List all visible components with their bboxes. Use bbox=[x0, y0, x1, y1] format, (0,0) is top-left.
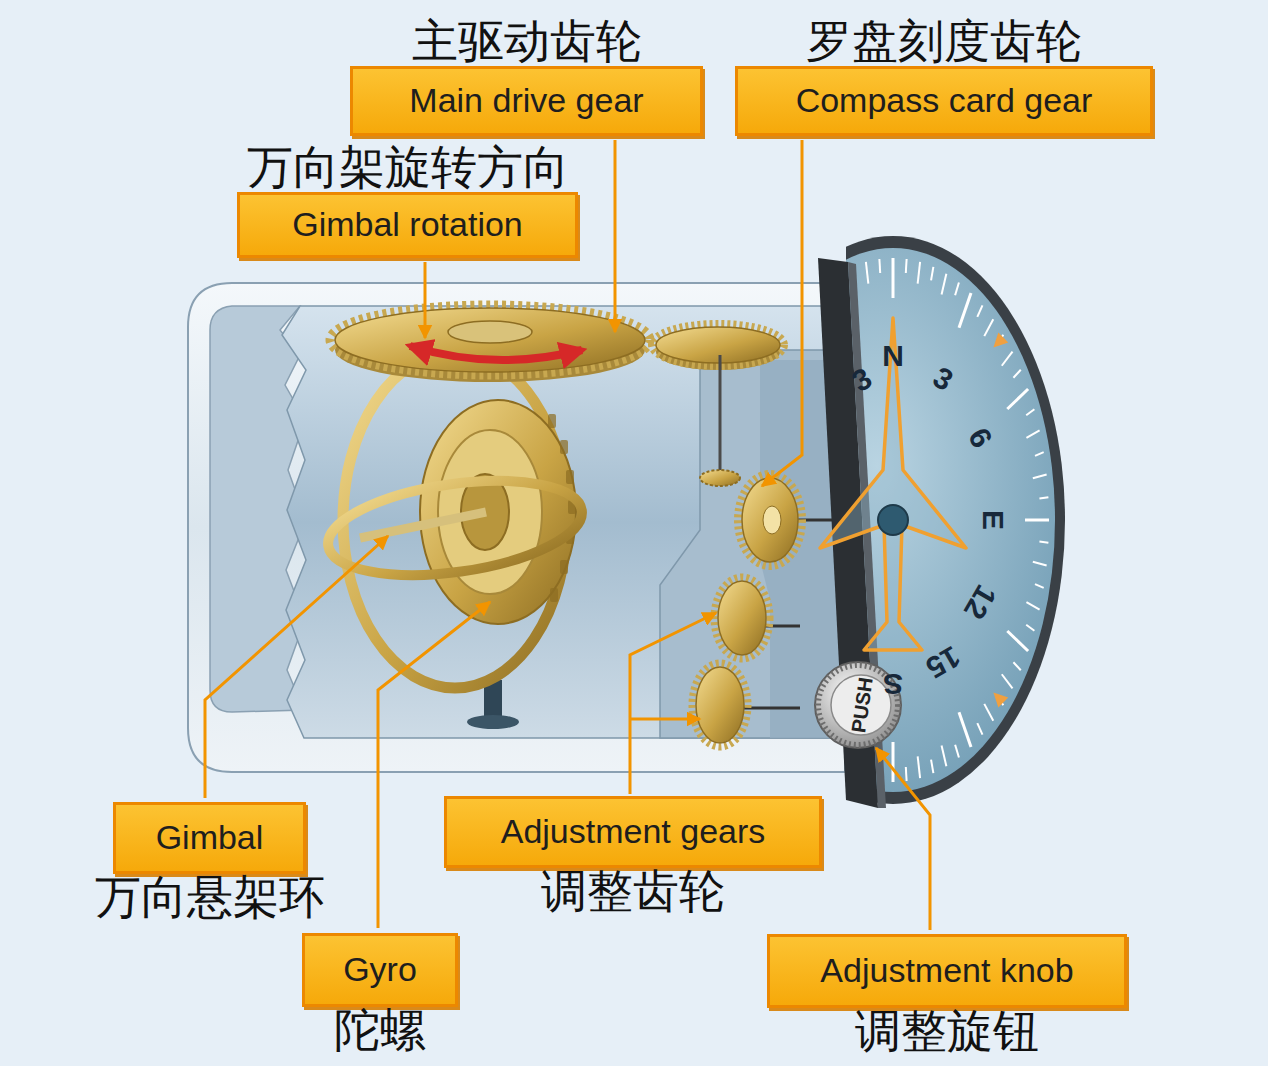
dial-tick bbox=[918, 262, 920, 284]
dial-tick bbox=[931, 267, 933, 281]
dial-number: 15 bbox=[921, 641, 965, 684]
dial-tick bbox=[959, 712, 971, 747]
dial-tick bbox=[918, 756, 920, 778]
dial-tick bbox=[1002, 352, 1013, 366]
chinese-heading: 调整旋钮 bbox=[855, 1007, 1039, 1057]
dial-tick bbox=[1039, 497, 1048, 498]
callout-box: 主驱动齿轮Main drive gear bbox=[350, 66, 703, 136]
dial-number: 3 bbox=[928, 362, 957, 396]
dial-tick bbox=[955, 745, 959, 758]
dial-tick bbox=[1007, 389, 1028, 409]
dial-tick bbox=[977, 305, 982, 316]
dial-tick bbox=[905, 259, 908, 273]
callout-box: Adjustment knob调整旋钮 bbox=[767, 934, 1127, 1008]
callout-text: Gyro bbox=[343, 951, 417, 988]
dial-tick bbox=[905, 767, 908, 781]
dial-tick bbox=[1035, 452, 1044, 456]
dial-number: 3 bbox=[847, 363, 876, 397]
dial-letter: S bbox=[883, 669, 903, 699]
chinese-heading: 罗盘刻度齿轮 bbox=[806, 17, 1082, 67]
chinese-heading: 主驱动齿轮 bbox=[412, 17, 642, 67]
dial-letter: E bbox=[978, 510, 1008, 530]
dial-tick bbox=[1035, 584, 1044, 588]
callout-text: Gimbal bbox=[156, 819, 264, 856]
dial-number: 6 bbox=[963, 423, 997, 452]
dial-tick bbox=[1039, 542, 1048, 543]
dial-marker bbox=[988, 688, 1008, 708]
dial-tick bbox=[892, 258, 895, 298]
dial-letter: N bbox=[882, 341, 904, 371]
knob-label: PUSH bbox=[848, 676, 876, 734]
dial-tick bbox=[984, 319, 993, 336]
chinese-heading: 万向架旋转方向 bbox=[247, 143, 569, 193]
callout-box: 罗盘刻度齿轮Compass card gear bbox=[735, 66, 1153, 136]
callout-box: Adjustment gears调整齿轮 bbox=[444, 796, 822, 868]
callout-text: Adjustment gears bbox=[501, 813, 766, 850]
dial-tick bbox=[931, 760, 933, 774]
dial-number: 12 bbox=[959, 580, 1002, 624]
callout-box: Gimbal万向悬架环 bbox=[113, 802, 306, 874]
chinese-heading: 陀螺 bbox=[334, 1006, 426, 1056]
dial-tick bbox=[1033, 562, 1047, 566]
dial-tick bbox=[1026, 409, 1034, 415]
callout-box: 万向架旋转方向Gimbal rotation bbox=[237, 192, 578, 258]
dial-tick bbox=[1013, 370, 1020, 378]
dial-tick bbox=[959, 293, 971, 328]
dial-tick bbox=[892, 742, 895, 782]
dial-tick bbox=[984, 704, 993, 721]
callout-text: Main drive gear bbox=[409, 82, 643, 119]
chinese-heading: 调整齿轮 bbox=[541, 867, 725, 917]
dial-tick bbox=[1002, 674, 1013, 688]
chinese-heading: 万向悬架环 bbox=[95, 873, 325, 923]
dial-tick bbox=[878, 259, 881, 273]
dial-tick bbox=[942, 746, 947, 767]
callout-box: Gyro陀螺 bbox=[302, 933, 458, 1007]
dial-tick bbox=[942, 274, 947, 295]
callout-text: Gimbal rotation bbox=[292, 206, 523, 243]
dial-tick bbox=[1026, 602, 1039, 610]
dial-tick bbox=[1033, 475, 1047, 479]
dial-tick bbox=[955, 283, 959, 296]
dial-tick bbox=[977, 723, 982, 734]
dial-tick bbox=[1026, 625, 1034, 631]
dial-tick bbox=[1013, 662, 1020, 670]
callout-text: Adjustment knob bbox=[820, 952, 1073, 989]
dial-tick bbox=[1007, 631, 1028, 651]
dial-tick bbox=[1025, 519, 1049, 522]
dial-tick bbox=[866, 262, 868, 284]
dial-tick bbox=[1026, 430, 1039, 438]
dial-marker bbox=[988, 333, 1008, 353]
callout-text: Compass card gear bbox=[796, 82, 1093, 119]
